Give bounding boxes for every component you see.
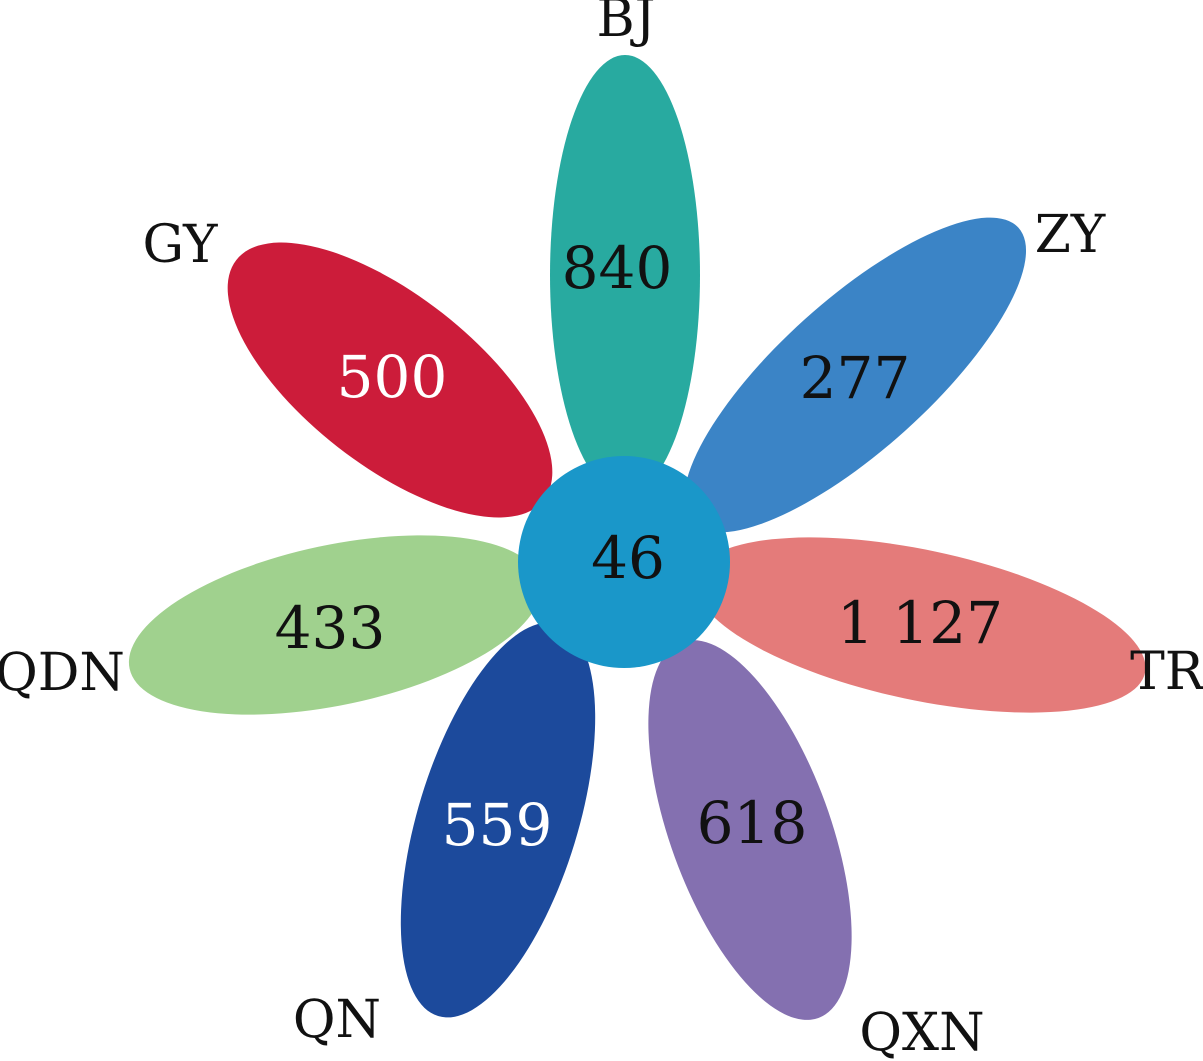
petal-bj-value: 840: [562, 234, 673, 302]
petal-qxn: 618 QXN: [648, 640, 985, 1061]
petal-gy: 500 GY: [143, 215, 553, 518]
petal-qxn-value: 618: [697, 789, 808, 857]
petal-qn-value: 559: [442, 791, 553, 859]
petal-qn: 559 QN: [293, 622, 596, 1050]
petal-qdn-value: 433: [275, 594, 386, 662]
petal-tr-label: TR: [1130, 642, 1203, 702]
petal-gy-label: GY: [143, 215, 219, 275]
petal-tr-shape: [694, 537, 1146, 713]
petal-zy-shape: [683, 217, 1027, 533]
petal-qxn-shape: [648, 640, 852, 1020]
center-circle: 46: [518, 456, 730, 668]
petal-tr: 1 127 TR: [694, 537, 1203, 713]
petal-qn-label: QN: [293, 990, 381, 1050]
petal-tr-value: 1 127: [837, 589, 1003, 657]
petal-bj: 840 BJ: [550, 0, 700, 495]
petal-zy-value: 277: [800, 344, 911, 412]
petal-qdn-label: QDN: [0, 643, 125, 703]
petal-zy: 277 ZY: [683, 205, 1106, 533]
petal-qdn-shape: [128, 535, 542, 715]
petal-gy-shape: [227, 242, 553, 518]
petal-bj-shape: [550, 55, 700, 495]
petal-bj-label: BJ: [596, 0, 655, 49]
petal-gy-value: 500: [337, 343, 448, 411]
petal-qn-shape: [400, 622, 596, 1018]
petal-zy-label: ZY: [1035, 205, 1106, 265]
petal-qdn: 433 QDN: [0, 535, 542, 715]
center-circle-shape: [518, 456, 730, 668]
center-value: 46: [591, 524, 665, 592]
petal-qxn-label: QXN: [859, 1003, 984, 1061]
